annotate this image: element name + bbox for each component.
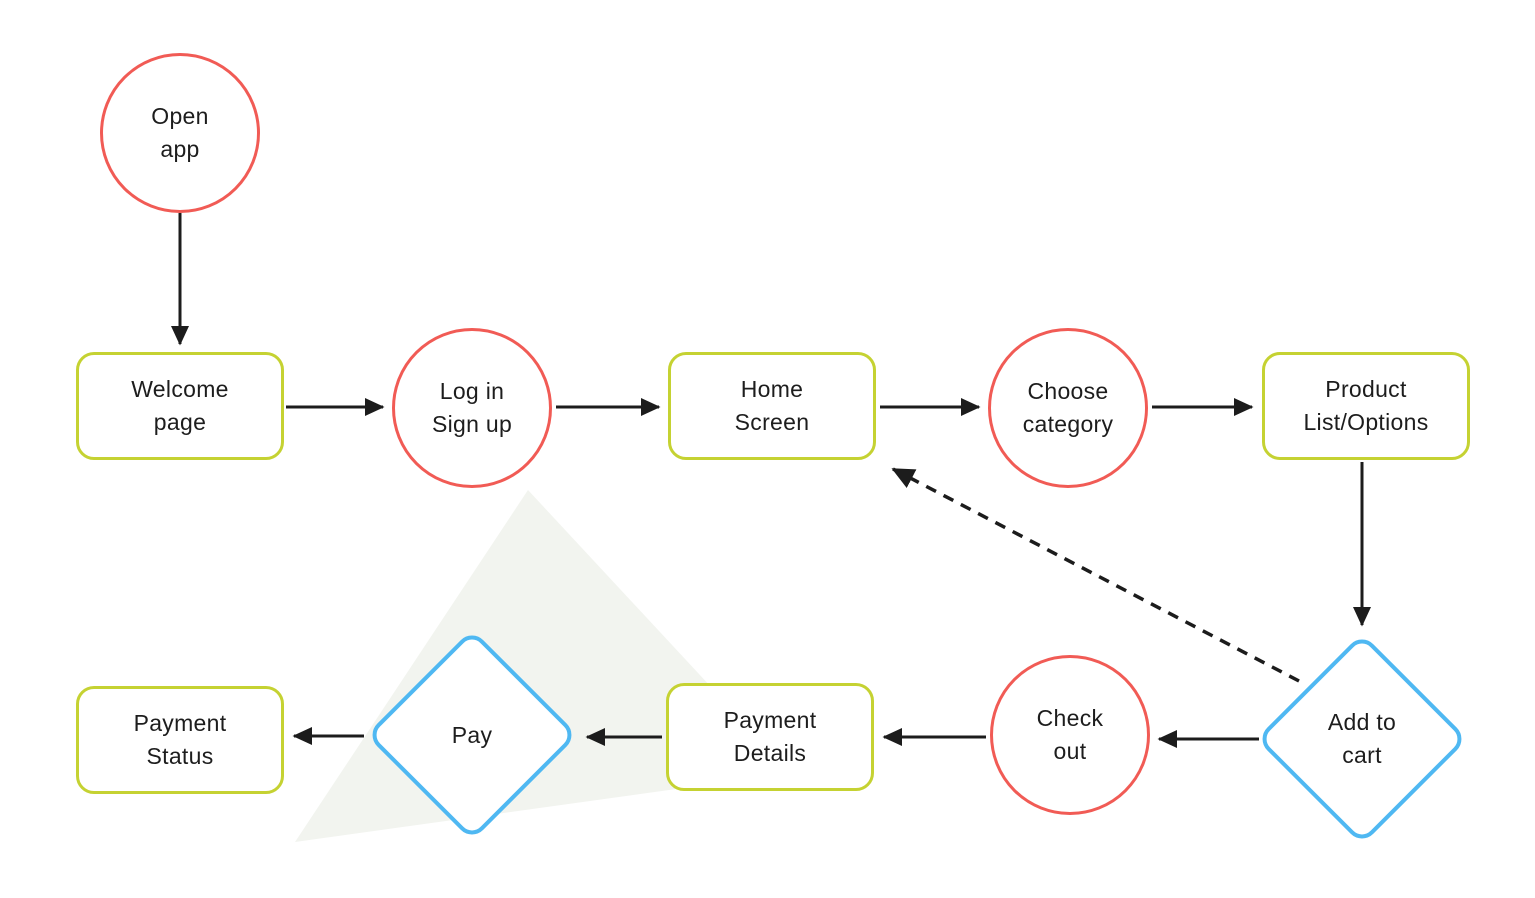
- node-login-signup[interactable]: Log in Sign up: [392, 328, 552, 488]
- node-payment-details-label: Payment Details: [723, 707, 817, 766]
- node-product-list[interactable]: Product List/Options: [1262, 352, 1470, 460]
- node-home-screen[interactable]: Home Screen: [668, 352, 876, 460]
- node-check-out-label: Check out: [1036, 705, 1104, 764]
- node-payment-status[interactable]: Payment Status: [76, 686, 284, 794]
- node-payment-status-label: Payment Status: [133, 710, 227, 769]
- node-payment-details[interactable]: Payment Details: [666, 683, 874, 791]
- node-pay-label: Pay: [451, 721, 493, 748]
- node-product-list-label: Product List/Options: [1303, 376, 1429, 435]
- node-pay[interactable]: Pay: [365, 628, 579, 842]
- node-choose-category[interactable]: Choose category: [988, 328, 1148, 488]
- node-add-to-cart-label: Add to cart: [1327, 709, 1397, 768]
- node-check-out[interactable]: Check out: [990, 655, 1150, 815]
- node-open-app[interactable]: Open app: [100, 53, 260, 213]
- node-welcome-page[interactable]: Welcome page: [76, 352, 284, 460]
- node-choose-category-label: Choose category: [1022, 378, 1114, 437]
- node-welcome-page-label: Welcome page: [131, 376, 229, 435]
- node-open-app-label: Open app: [151, 103, 209, 162]
- node-home-screen-label: Home Screen: [734, 376, 810, 435]
- node-login-signup-label: Log in Sign up: [431, 378, 513, 437]
- node-add-to-cart[interactable]: Add to cart: [1255, 632, 1469, 846]
- edge-add-to-cart-to-home-screen-dashed[interactable]: [891, 467, 1300, 683]
